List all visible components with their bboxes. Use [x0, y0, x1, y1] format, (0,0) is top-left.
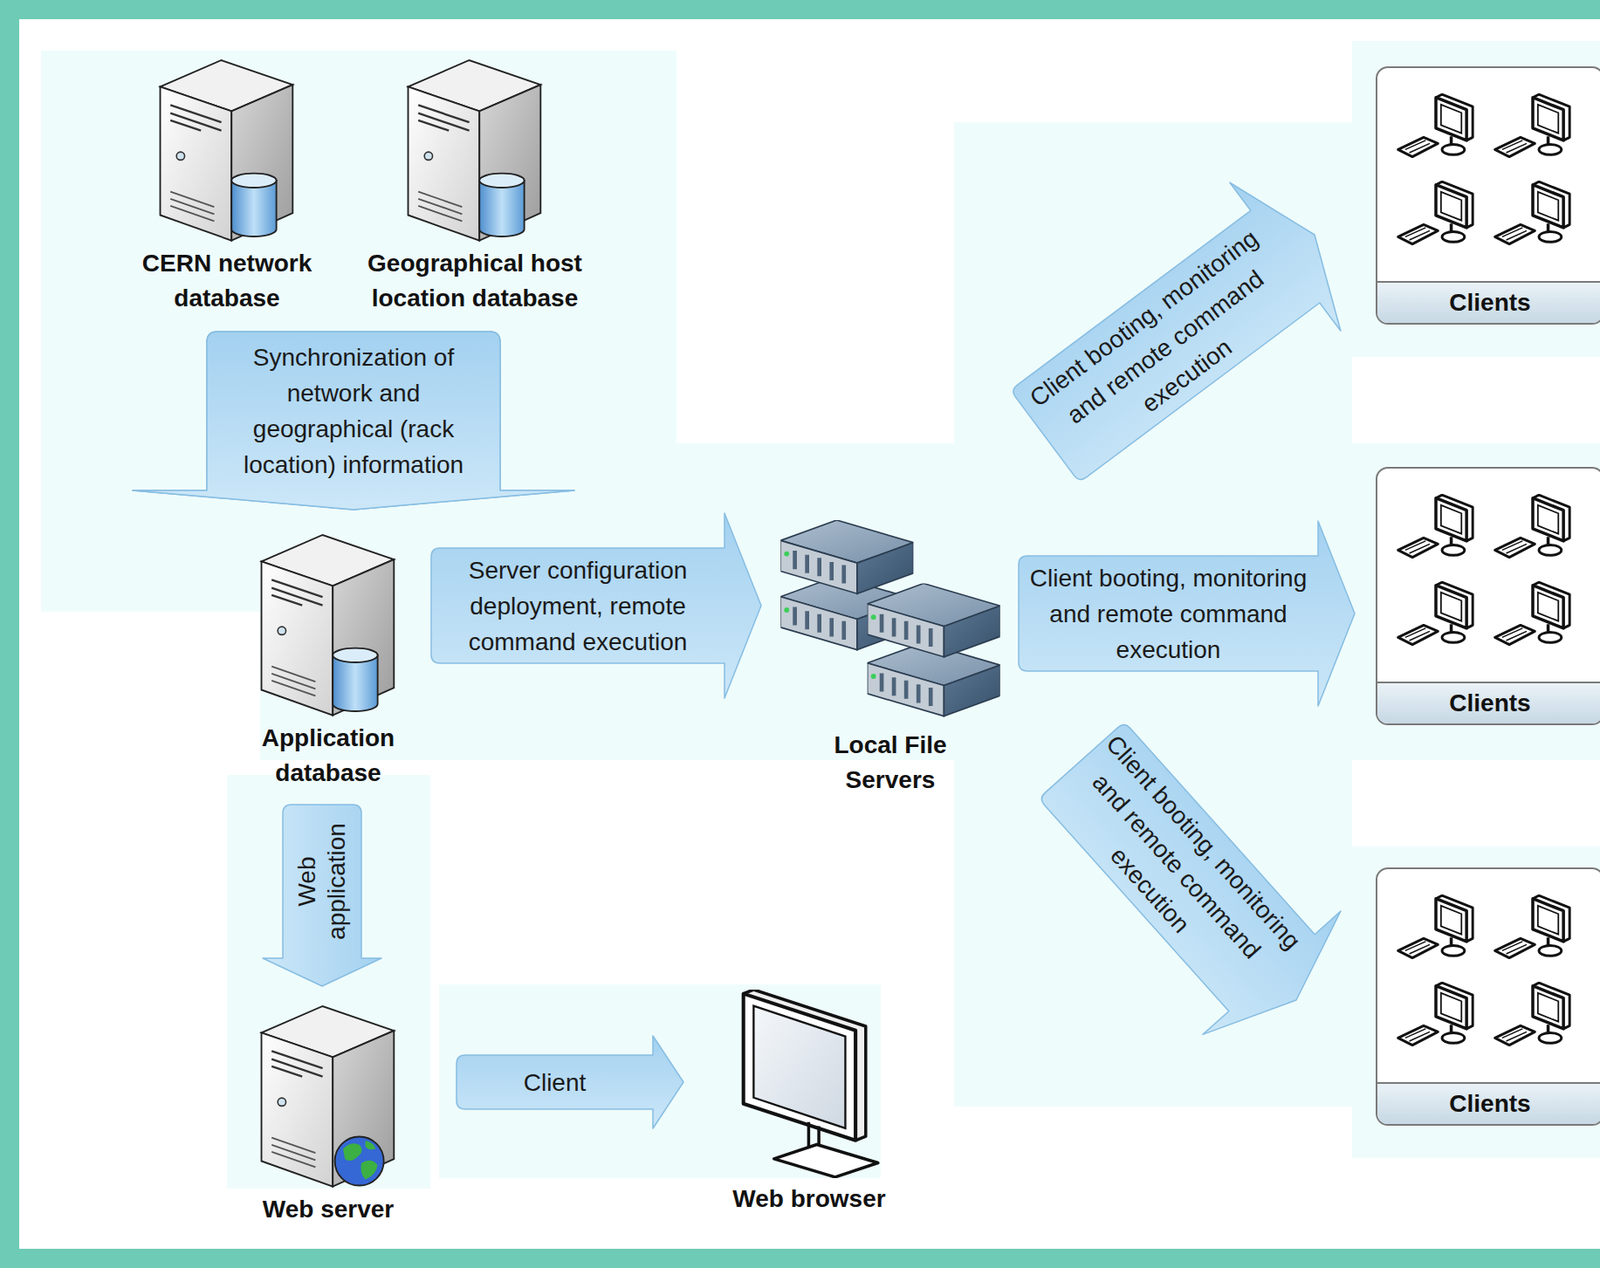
client-computer-part: [1495, 494, 1571, 557]
client-computer: [1394, 494, 1477, 566]
database-server-part: [479, 173, 524, 237]
arrow-label: Client: [467, 1064, 643, 1101]
client-computer-part: [1398, 181, 1474, 244]
server-node: Web browser: [704, 989, 914, 1217]
clients-bar: Clients: [1377, 281, 1600, 323]
node-label: Web server: [223, 1192, 433, 1228]
client-computer-part: [1495, 982, 1571, 1045]
white-panel: [19, 19, 1600, 1250]
clients-group: Clients: [1375, 466, 1600, 726]
client-computer-part: [1398, 895, 1474, 958]
clients-bar: Clients: [1377, 681, 1600, 724]
client-computer-part: [1398, 94, 1474, 157]
client-computer: [1491, 180, 1574, 253]
block-arrow: [456, 1036, 684, 1129]
block-arrow: [262, 804, 382, 987]
server-node: Local File Servers: [780, 520, 1001, 798]
client-computer-part: [1495, 895, 1571, 958]
server-node: Geographical host location database: [343, 54, 606, 316]
client-computer-part: [1398, 982, 1474, 1045]
file-server-rack-part: [780, 520, 1001, 717]
client-computer: [1394, 581, 1477, 653]
client-computer: [1394, 894, 1477, 967]
node-label: Geographical host location database: [343, 246, 606, 316]
clients-group: Clients: [1375, 867, 1600, 1127]
arrow-label: Web application: [292, 816, 352, 948]
node-label: CERN network database: [122, 246, 332, 316]
client-computer: [1491, 894, 1574, 967]
node-label: Local File Servers: [803, 727, 978, 798]
arrow-label: Client booting, monitoring and remote co…: [1043, 727, 1310, 1008]
database-server-part: [408, 60, 542, 241]
client-computer: [1394, 180, 1477, 253]
web-browser-monitor-part: [743, 989, 879, 1178]
database-server: [405, 54, 544, 243]
web-browser-monitor: [734, 989, 884, 1179]
node-label: Clients: [1377, 282, 1600, 323]
client-computer-part: [1495, 582, 1571, 645]
client-computer: [1394, 981, 1477, 1054]
block-arrow: [132, 331, 575, 510]
arrow-label: Synchronization of network and geographi…: [215, 339, 492, 483]
block-arrow: [989, 160, 1371, 511]
database-server: [157, 54, 296, 243]
client-computer-part: [1398, 494, 1474, 557]
arrow-label: Client booting, monitoring and remote co…: [1029, 560, 1309, 668]
node-label: Application database: [223, 721, 433, 791]
node-label: Clients: [1377, 683, 1600, 724]
web-server-part: [335, 1136, 385, 1186]
clients-group: Clients: [1375, 66, 1600, 325]
database-server: [259, 528, 398, 718]
web-server: [259, 1000, 398, 1189]
client-computer-part: [1495, 181, 1571, 244]
server-node: Application database: [223, 528, 433, 791]
web-server-part: [261, 1006, 395, 1188]
block-arrow: [431, 513, 762, 699]
clients-bar: Clients: [1377, 1082, 1600, 1125]
client-computer-part: [1495, 94, 1571, 157]
file-server-rack: [780, 520, 1001, 725]
database-server-part: [231, 173, 276, 237]
client-computer-part: [1398, 582, 1474, 645]
client-computer: [1491, 581, 1574, 653]
arrow-label: Server configuration deployment, remote …: [446, 552, 709, 660]
client-computer: [1491, 494, 1574, 566]
client-computer: [1491, 93, 1574, 165]
server-node: Web server: [223, 1000, 433, 1228]
client-computer: [1491, 981, 1574, 1054]
server-node: CERN network database: [122, 54, 332, 316]
database-server-part: [160, 60, 294, 241]
block-arrow: [1018, 521, 1355, 707]
database-server-part: [332, 648, 378, 712]
client-computer: [1394, 93, 1477, 165]
pale-regions: [41, 41, 1600, 1189]
node-label: Clients: [1377, 1084, 1600, 1125]
node-label: Web browser: [704, 1181, 914, 1217]
arrow-label: Client booting, monitoring and remote co…: [1021, 219, 1310, 474]
block-arrow: [1012, 698, 1366, 1062]
database-server-part: [261, 535, 395, 716]
block-arrow: [132, 331, 575, 510]
